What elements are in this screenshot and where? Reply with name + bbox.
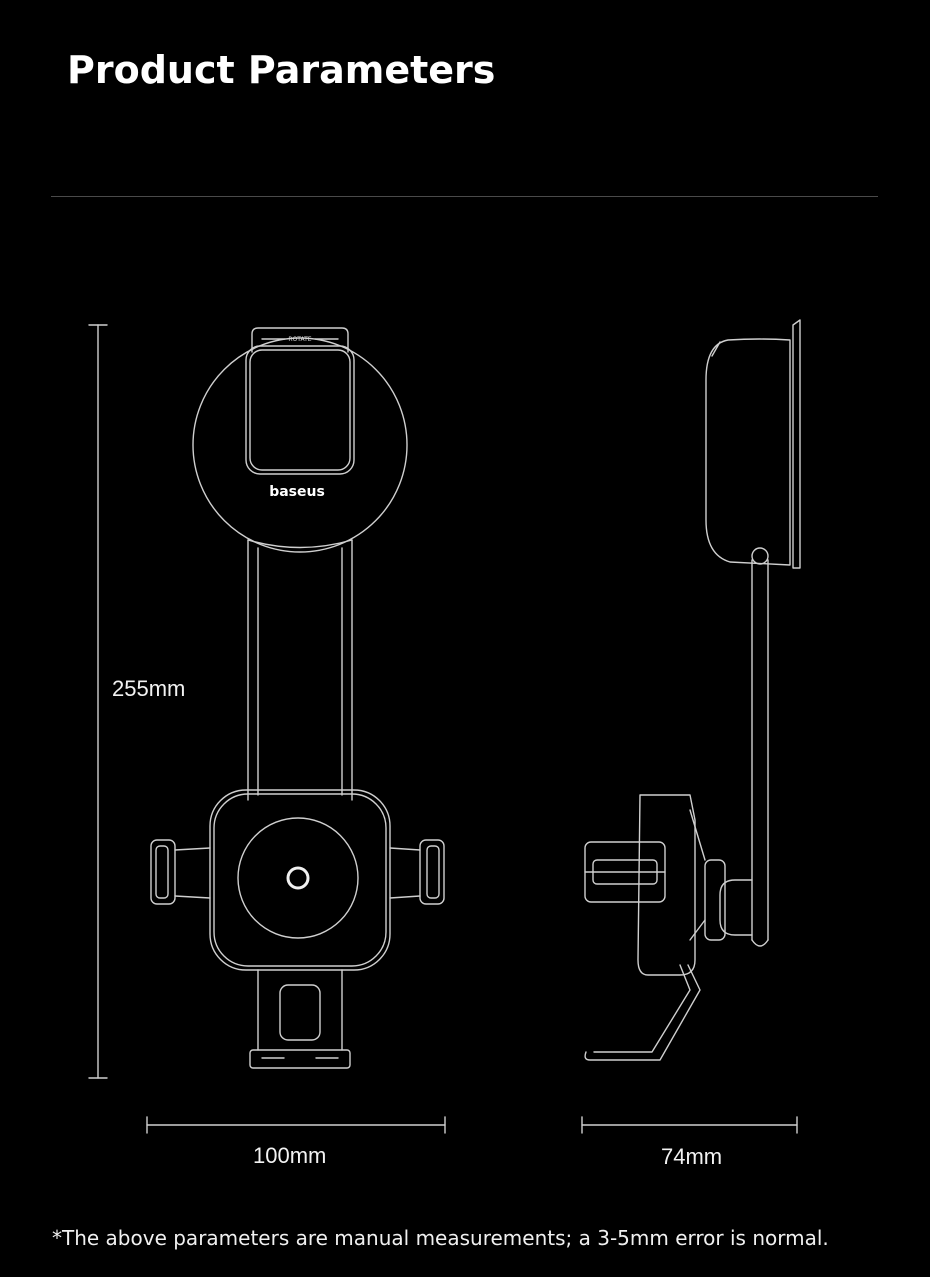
side-width-dimension-line	[581, 1116, 798, 1134]
side-width-label: 74mm	[661, 1144, 723, 1169]
page-title: Product Parameters	[67, 48, 496, 92]
measurement-footnote: *The above parameters are manual measure…	[52, 1226, 829, 1250]
title-divider	[51, 196, 878, 197]
height-label: 255mm	[112, 676, 186, 701]
brand-logo-text: baseus	[269, 484, 325, 500]
front-width-dimension-line	[146, 1116, 446, 1134]
rotate-text: ROTATE	[288, 336, 311, 343]
height-dimension-line	[88, 324, 108, 1079]
front-width-label: 100mm	[253, 1143, 327, 1168]
side-view	[584, 319, 801, 1061]
front-view	[150, 327, 445, 1069]
